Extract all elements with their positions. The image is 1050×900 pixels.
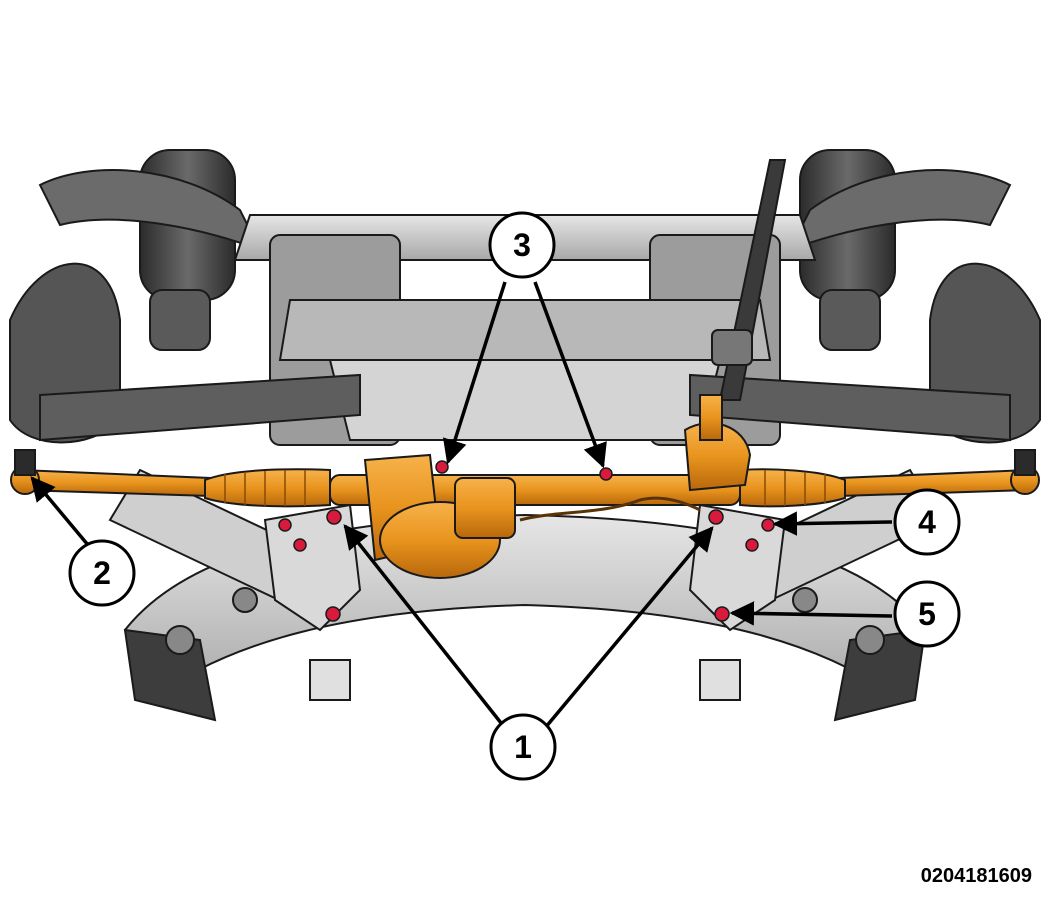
arrow-icon bbox=[543, 526, 714, 730]
callout-4: 4 bbox=[893, 488, 961, 556]
bolt bbox=[435, 460, 449, 474]
bolt bbox=[761, 518, 775, 532]
callout-label: 1 bbox=[514, 729, 532, 765]
steering-gear bbox=[10, 394, 1040, 579]
callout-3: 3 bbox=[488, 211, 556, 279]
upper-suspension bbox=[9, 149, 1041, 446]
lower-cradle bbox=[108, 468, 942, 722]
callout-5: 5 bbox=[893, 580, 961, 648]
callout-circle-icon bbox=[68, 539, 136, 607]
bolt bbox=[326, 509, 342, 525]
callout-circle-icon bbox=[488, 211, 556, 279]
bolt bbox=[293, 538, 307, 552]
bolt bbox=[325, 606, 341, 622]
arrow-icon bbox=[533, 281, 607, 469]
bolt bbox=[714, 606, 730, 622]
callout-label: 4 bbox=[918, 504, 936, 540]
callout-2: 2 bbox=[68, 539, 136, 607]
callout-circle-icon bbox=[893, 488, 961, 556]
arrow-icon bbox=[343, 524, 507, 730]
callout-label: 3 bbox=[513, 227, 531, 263]
callout-label: 5 bbox=[918, 596, 936, 632]
callout-label: 2 bbox=[93, 555, 111, 591]
arrow-icon bbox=[729, 601, 893, 626]
callouts: 1 2 3 4 5 bbox=[68, 211, 961, 781]
callout-circle-icon bbox=[893, 580, 961, 648]
arrow-icon bbox=[442, 281, 507, 465]
bolt bbox=[708, 509, 724, 525]
arrow-icon bbox=[772, 511, 893, 536]
callout-1: 1 bbox=[489, 713, 557, 781]
bolts bbox=[278, 460, 775, 622]
bolt bbox=[599, 467, 613, 481]
leader-arrows bbox=[30, 281, 893, 730]
bolt bbox=[745, 538, 759, 552]
arrow-icon bbox=[30, 476, 90, 547]
figure-id: 0204181609 bbox=[920, 865, 1032, 887]
callout-circle-icon bbox=[489, 713, 557, 781]
bolt bbox=[278, 518, 292, 532]
